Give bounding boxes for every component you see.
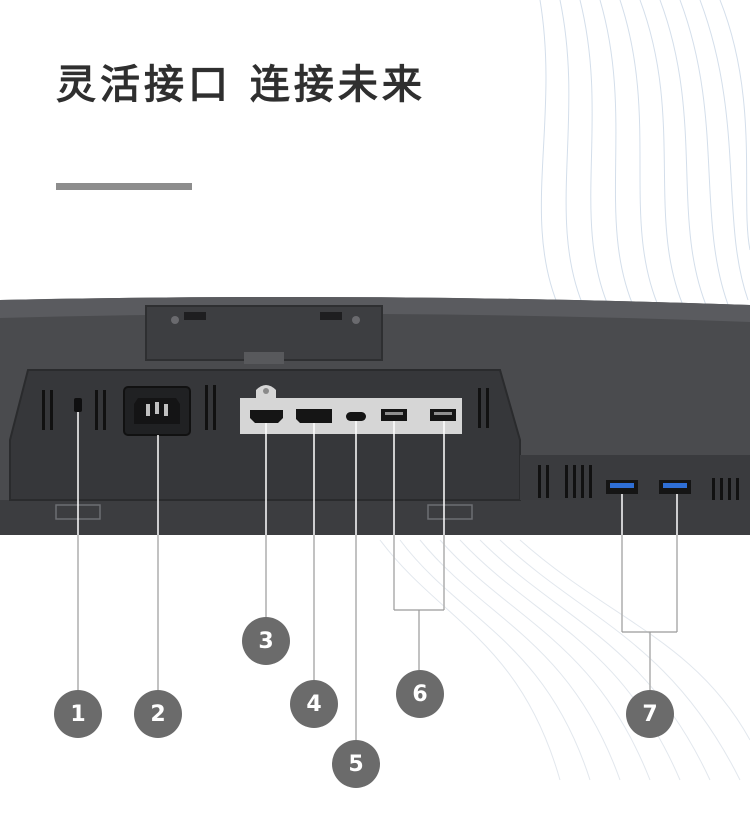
displayport: [296, 409, 332, 423]
vent-slots-right: [538, 465, 739, 500]
hdmi-port: [250, 410, 283, 423]
lock-slot: [74, 398, 82, 412]
vent-slots-left: [42, 385, 489, 430]
title-underline: [56, 183, 192, 190]
callout-3: 3: [242, 617, 290, 665]
stand-mount-recess: [145, 305, 383, 361]
callout-1: 1: [54, 690, 102, 738]
callout-2: 2: [134, 690, 182, 738]
callout-4: 4: [290, 680, 338, 728]
page-title: 灵活接口 连接未来: [56, 62, 426, 108]
usb-c-port: [346, 412, 366, 421]
callout-5: 5: [332, 740, 380, 788]
callout-7: 7: [626, 690, 674, 738]
monitor-bottom-edge: [0, 500, 750, 535]
side-port-panel: [520, 455, 750, 500]
callout-6: 6: [396, 670, 444, 718]
